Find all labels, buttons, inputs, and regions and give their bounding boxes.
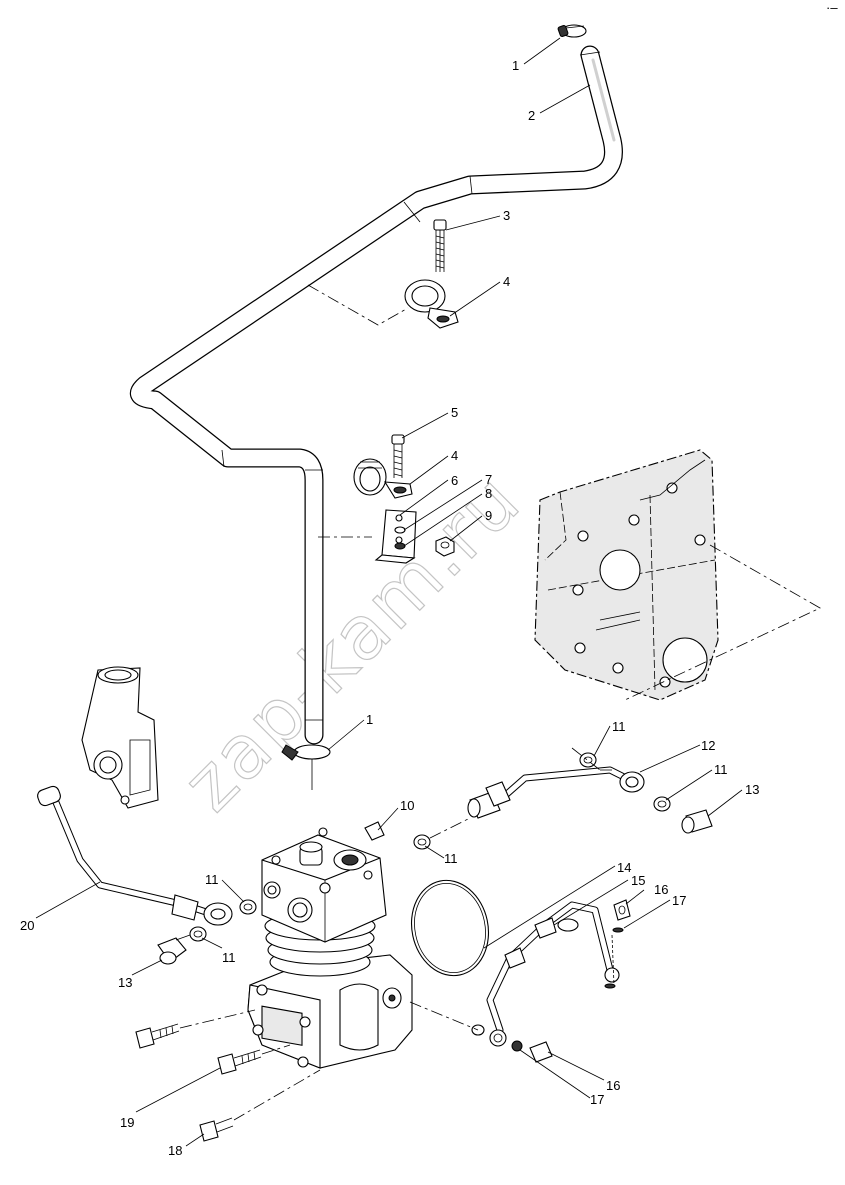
callout-18: 18 xyxy=(168,1143,182,1158)
bolt-18 xyxy=(199,1117,234,1142)
washer-8 xyxy=(394,542,406,550)
callout-4-upper: 4 xyxy=(503,274,510,289)
callout-16-upper: 16 xyxy=(654,882,668,897)
gear-housing xyxy=(534,449,719,701)
washer-11-left-b xyxy=(189,926,207,942)
bolt-left xyxy=(135,1023,180,1049)
callout-20: 20 xyxy=(20,918,34,933)
callout-19: 19 xyxy=(120,1115,134,1130)
washer-7 xyxy=(394,526,406,534)
callout-4-lower: 4 xyxy=(451,448,458,463)
watermark: zap-kam.ru xyxy=(167,457,537,827)
callout-12: 12 xyxy=(701,738,715,753)
callout-6: 6 xyxy=(451,473,458,488)
washer-17-upper xyxy=(604,927,624,989)
banjo-bolt-13-left xyxy=(157,934,191,965)
callout-8: 8 xyxy=(485,486,492,501)
callout-10: 10 xyxy=(400,798,414,813)
callout-13-left: 13 xyxy=(118,975,132,990)
bolt-19 xyxy=(217,1049,262,1075)
intake-pipe xyxy=(130,45,623,745)
callout-2: 2 xyxy=(528,108,535,123)
callout-labels: 1 2 3 4 5 4 6 7 8 9 1 11 12 11 13 10 11 … xyxy=(20,58,759,1158)
pipe-clamp-4-upper xyxy=(404,279,459,329)
leader-lines xyxy=(35,37,743,1147)
callout-13-right: 13 xyxy=(745,782,759,797)
callout-3: 3 xyxy=(503,208,510,223)
bolt-5 xyxy=(391,434,405,478)
pipe-clamp-4-lower xyxy=(353,458,413,499)
callout-15: 15 xyxy=(631,873,645,888)
callout-5: 5 xyxy=(451,405,458,420)
callout-1-top: 1 xyxy=(512,58,519,73)
callout-11-outlet: 11 xyxy=(444,851,458,866)
bracket-6 xyxy=(374,509,417,564)
hose-clamp-top xyxy=(557,24,587,38)
oil-line-15 xyxy=(486,901,620,1047)
callout-16-lower: 16 xyxy=(606,1078,620,1093)
hose-clamp-lower xyxy=(281,744,331,790)
callout-7: 7 xyxy=(485,472,492,487)
callout-11-left-a: 11 xyxy=(205,872,219,887)
callout-1-lower: 1 xyxy=(366,712,373,727)
coolant-pipe-20 xyxy=(37,785,233,926)
o-ring-14 xyxy=(410,879,490,977)
air-compressor xyxy=(247,821,413,1069)
washer-11-outlet xyxy=(413,834,431,850)
washer-11-left-a xyxy=(239,899,257,915)
washer-11-line-b xyxy=(653,796,671,812)
bolt-3 xyxy=(433,219,447,272)
air-line-12 xyxy=(467,766,645,819)
callout-11-left-b: 11 xyxy=(222,950,236,965)
coolant-fitting xyxy=(81,666,159,809)
banjo-bolt-16-lower xyxy=(529,1041,553,1063)
corner-mark: ·– xyxy=(826,0,838,15)
callout-11-line-b: 11 xyxy=(714,762,728,777)
callout-17-lower: 17 xyxy=(590,1092,604,1107)
callout-14: 14 xyxy=(617,860,631,875)
callout-9: 9 xyxy=(485,508,492,523)
callout-11-line-a: 11 xyxy=(612,719,626,734)
banjo-bolt-13-right xyxy=(681,809,713,834)
callout-17-upper: 17 xyxy=(672,893,686,908)
banjo-bolt-16-upper xyxy=(613,899,631,921)
nut-9 xyxy=(435,536,455,557)
